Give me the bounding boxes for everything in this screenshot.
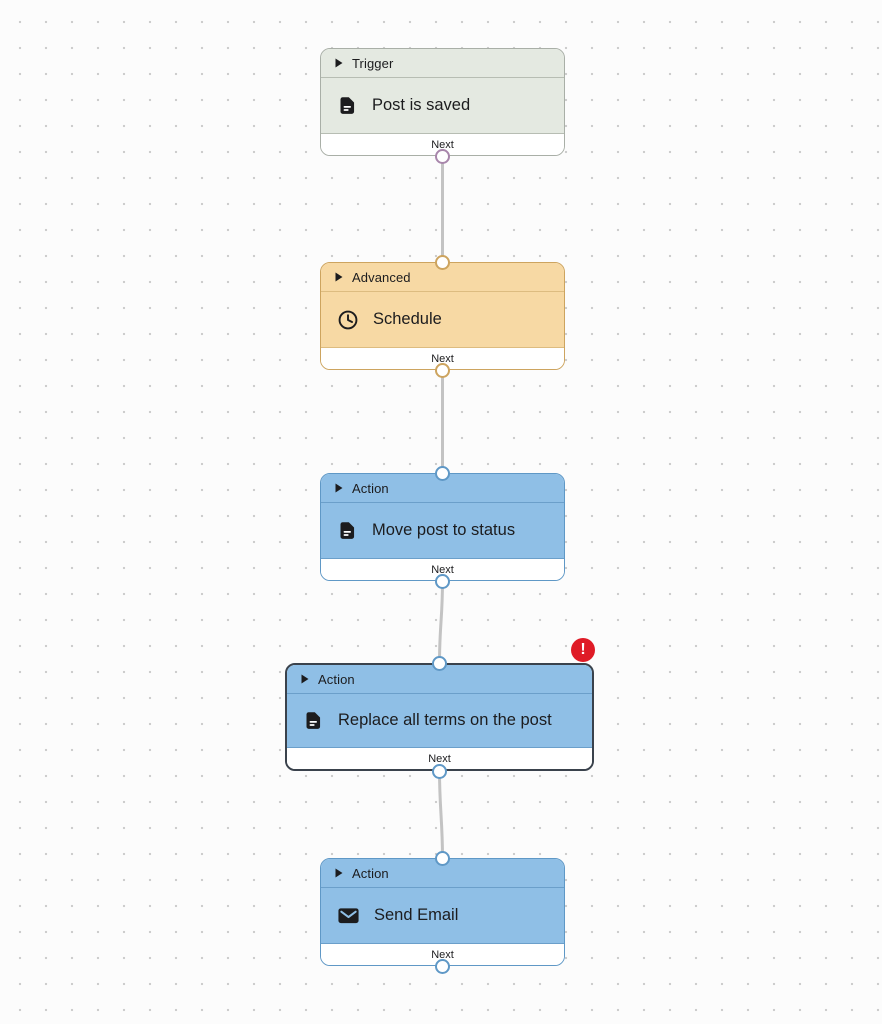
output-port-trigger[interactable] (435, 148, 450, 164)
input-port-advanced[interactable] (435, 254, 450, 270)
node-category-label: Action (352, 865, 389, 881)
node-category-label: Action (352, 480, 389, 496)
node-title: Move post to status (372, 521, 516, 539)
node-trigger-post-is-saved[interactable]: Trigger Post is saved Next (320, 48, 565, 156)
node-title: Post is saved (372, 96, 471, 114)
document-icon (337, 520, 358, 541)
collapse-triangle-icon[interactable] (335, 58, 343, 68)
node-footer-next: Next (287, 747, 592, 769)
next-label: Next (431, 138, 454, 151)
node-footer-next: Next (321, 133, 564, 155)
node-action-send-email[interactable]: Action Send Email Next (320, 858, 565, 966)
node-category-label: Advanced (352, 269, 411, 285)
input-port-action2[interactable] (432, 655, 447, 671)
collapse-triangle-icon[interactable] (335, 868, 343, 878)
next-label: Next (431, 352, 454, 365)
node-header[interactable]: Trigger (321, 49, 564, 78)
node-footer-next: Next (321, 943, 564, 965)
node-footer-next: Next (321, 347, 564, 369)
node-body[interactable]: Replace all terms on the post (287, 694, 592, 747)
node-action-replace-all-terms[interactable]: Action Replace all terms on the post Nex… (285, 663, 594, 771)
next-label: Next (431, 948, 454, 961)
document-icon (303, 710, 324, 731)
collapse-triangle-icon[interactable] (335, 483, 343, 493)
node-body[interactable]: Post is saved (321, 78, 564, 133)
node-body[interactable]: Move post to status (321, 503, 564, 558)
mail-icon (337, 904, 360, 927)
node-category-label: Trigger (352, 55, 394, 71)
clock-icon (337, 309, 359, 331)
error-badge[interactable]: ! (571, 638, 595, 662)
node-action-move-post-to-status[interactable]: Action Move post to status Next (320, 473, 565, 581)
output-port-action2[interactable] (432, 763, 447, 779)
node-category-label: Action (318, 671, 355, 687)
input-port-action3[interactable] (435, 850, 450, 866)
document-icon (337, 95, 358, 116)
node-advanced-schedule[interactable]: Advanced Schedule Next (320, 262, 565, 370)
output-port-action3[interactable] (435, 958, 450, 974)
next-label: Next (428, 752, 451, 765)
node-header[interactable]: Action (321, 474, 564, 503)
collapse-triangle-icon[interactable] (301, 674, 309, 684)
node-title: Schedule (373, 310, 442, 328)
node-title: Send Email (374, 906, 459, 924)
node-body[interactable]: Schedule (321, 292, 564, 347)
edge-action1-to-action2[interactable] (438, 579, 444, 665)
output-port-advanced[interactable] (435, 362, 450, 378)
output-port-action1[interactable] (435, 573, 450, 589)
next-label: Next (431, 563, 454, 576)
error-badge-glyph: ! (580, 641, 586, 658)
collapse-triangle-icon[interactable] (335, 272, 343, 282)
node-body[interactable]: Send Email (321, 888, 564, 943)
edge-action2-to-action3[interactable] (438, 769, 444, 860)
node-title: Replace all terms on the post (338, 711, 552, 729)
input-port-action1[interactable] (435, 465, 450, 481)
node-footer-next: Next (321, 558, 564, 580)
